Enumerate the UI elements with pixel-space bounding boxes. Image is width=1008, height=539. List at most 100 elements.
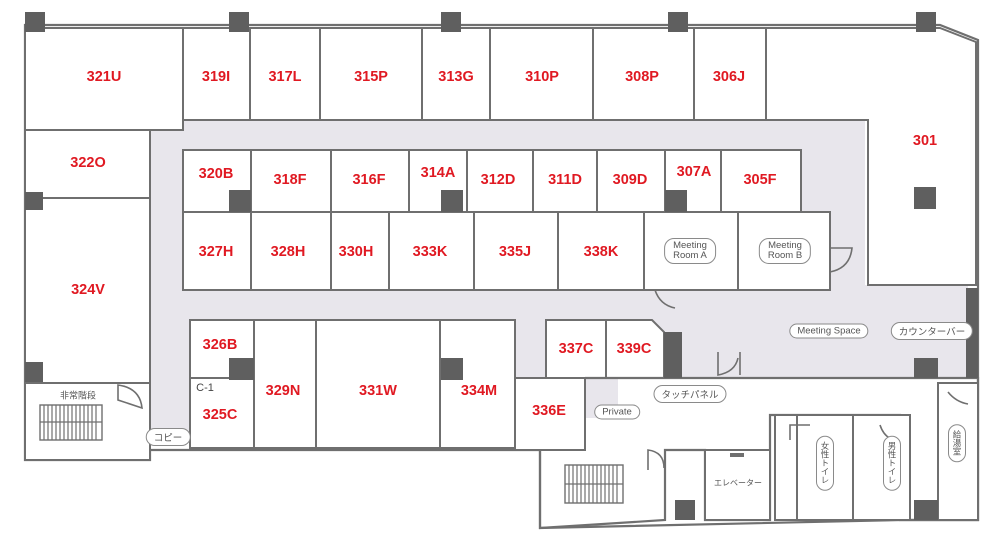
room-label-316F: 316F (352, 172, 386, 188)
touch-panel-label: タッチパネル (653, 385, 727, 403)
door-closed-shade (664, 332, 682, 378)
room-336E (514, 377, 586, 451)
room-label-327H: 327H (198, 244, 234, 260)
pillar (914, 500, 938, 520)
door-swing (717, 352, 739, 376)
room-label-307A: 307A (676, 164, 712, 180)
room-label-322O: 322O (70, 155, 106, 171)
room-label-305F: 305F (743, 172, 777, 188)
mens-toilet-label: 男性トイレ (883, 435, 901, 491)
room-306J (693, 27, 767, 121)
room-label-308P: 308P (625, 69, 659, 85)
room-label-326B: 326B (202, 337, 238, 353)
room-337C (545, 319, 607, 379)
room-331W (315, 319, 441, 449)
emergency-stairs-label: 非常階段 (59, 390, 97, 401)
room-310P (489, 27, 594, 121)
room-label-319I: 319I (201, 69, 231, 85)
elevator-box (704, 449, 771, 521)
room-label-325C: 325C (202, 407, 238, 423)
room-label-321U: 321U (86, 69, 122, 85)
room-324V (24, 197, 151, 384)
pillar (668, 12, 688, 32)
meeting-space-label: Meeting Space (789, 323, 869, 339)
room-label-306J: 306J (712, 69, 746, 85)
pillar (25, 192, 43, 210)
room-label-317L: 317L (268, 69, 302, 85)
lower-stairs-steps (564, 464, 624, 504)
room-322O (24, 129, 151, 199)
room-label-324V: 324V (71, 282, 105, 298)
room-label-c1: C-1 (196, 382, 214, 394)
room-label-320B: 320B (198, 166, 234, 182)
womens-toilet-label: 女性トイレ (816, 435, 834, 491)
room-label-338K: 338K (583, 244, 619, 260)
pillar (229, 12, 249, 32)
room-label-337C: 337C (558, 341, 594, 357)
mens-toilet (852, 414, 911, 521)
toilet-vestibule (774, 414, 798, 521)
room-308P (592, 27, 695, 121)
elevator-door (730, 453, 744, 457)
room-333K (388, 211, 475, 291)
pillar (441, 358, 463, 380)
counter-bar-label: カウンターバー (890, 322, 974, 340)
pillar (675, 500, 695, 520)
kitchenette-label: 給湯室 (948, 424, 966, 462)
door-swing (647, 449, 665, 470)
room-309D (596, 149, 666, 213)
door-swing (947, 391, 969, 405)
room-label-330H: 330H (338, 244, 374, 260)
room-label-329N: 329N (265, 383, 301, 399)
room-label-334M: 334M (460, 383, 498, 399)
room-label-301: 301 (912, 133, 938, 149)
pillar (25, 12, 45, 32)
meeting-room-a-label: Meeting Room A (664, 238, 716, 264)
room-label-336E: 336E (532, 403, 566, 419)
emergency-stairs-steps (39, 404, 103, 441)
pillar (441, 190, 463, 212)
corridor-west (150, 320, 190, 432)
door-swing (789, 424, 810, 440)
room-label-309D: 309D (612, 172, 648, 188)
meeting-room-b-label: Meeting Room B (758, 238, 812, 264)
room-label-333K: 333K (412, 244, 448, 260)
room-318F (250, 149, 332, 213)
pillar (25, 362, 43, 382)
room-label-318F: 318F (273, 172, 307, 188)
room-label-312D: 312D (480, 172, 516, 188)
room-label-310P: 310P (525, 69, 559, 85)
pillar (914, 358, 938, 378)
room-label-314A: 314A (420, 165, 456, 181)
private-label: Private (594, 404, 640, 420)
elevator-label: エレベーター (714, 478, 762, 488)
pillar (441, 12, 461, 32)
pillar (914, 187, 936, 209)
room-label-335J: 335J (498, 244, 532, 260)
room-311D (532, 149, 598, 213)
door-swing (654, 289, 676, 309)
pillar (665, 190, 687, 212)
room-label-315P: 315P (354, 69, 388, 85)
room-label-331W: 331W (359, 383, 397, 399)
room-330H (330, 211, 390, 291)
room-301 (765, 27, 977, 286)
pillar (229, 190, 251, 212)
room-label-328H: 328H (270, 244, 306, 260)
room-315P (319, 27, 423, 121)
room-338K (557, 211, 645, 291)
room-label-339C: 339C (616, 341, 652, 357)
copy-label: コピー (145, 428, 191, 446)
door-swing (829, 247, 853, 273)
door-swing (117, 384, 143, 410)
room-321U (24, 27, 184, 131)
room-305F (720, 149, 802, 213)
pillar (916, 12, 936, 32)
room-317L (249, 27, 321, 121)
room-335J (473, 211, 559, 291)
room-label-313G: 313G (438, 69, 474, 85)
room-label-311D: 311D (548, 172, 582, 188)
pillar (229, 358, 254, 380)
